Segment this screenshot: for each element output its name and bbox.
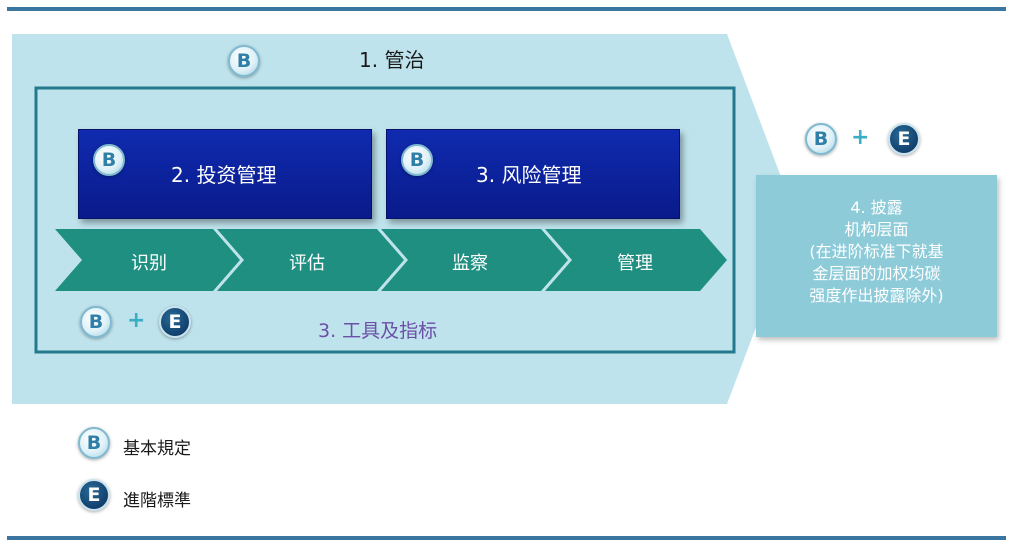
step-assess-label: 评估 xyxy=(289,253,325,274)
investment-management-label: 2. 投资管理 xyxy=(171,163,277,187)
chevron-manage xyxy=(545,229,727,291)
disclosure-line: 机构层面 xyxy=(844,220,909,239)
tools-plus-icon: + xyxy=(127,308,146,333)
disclosure-text: 4. 披露 机构层面 (在进阶标准下就基 金层面的加权均碳 强度作出披露除外) xyxy=(756,197,997,307)
top-rule xyxy=(7,7,1006,11)
governance-title: 1. 管治 xyxy=(359,48,425,72)
chevron-monitor xyxy=(381,229,568,291)
risk-management-label: 3. 风险管理 xyxy=(476,163,582,187)
governance-basic-badge-icon: B xyxy=(228,45,260,77)
legend-advanced-label: 進階標準 xyxy=(123,491,191,511)
risk-management-box: B 3. 风险管理 xyxy=(386,129,680,219)
legend-basic-label: 基本規定 xyxy=(123,439,191,459)
tools-advanced-badge-icon: E xyxy=(159,306,191,338)
inner-frame xyxy=(34,86,736,354)
disclosure-plus-icon: + xyxy=(851,125,870,150)
disclosure-basic-badge-icon: B xyxy=(805,123,837,155)
legend-advanced-badge-icon: E xyxy=(78,479,110,511)
disclosure-line: 强度作出披露除外) xyxy=(809,286,944,305)
disclosure-line: 4. 披露 xyxy=(850,198,903,217)
legend-basic-badge-icon: B xyxy=(78,427,110,459)
step-identify-label: 识别 xyxy=(131,253,167,274)
disclosure-advanced-badge-icon: E xyxy=(888,123,920,155)
chevron-identify xyxy=(55,229,240,291)
step-monitor-label: 监察 xyxy=(452,253,488,274)
disclosure-line: 金层面的加权均碳 xyxy=(812,264,941,283)
disclosure-line: (在进阶标准下就基 xyxy=(809,242,944,261)
investment-basic-badge-icon: B xyxy=(93,144,125,176)
tools-and-metrics-label: 3. 工具及指标 xyxy=(318,320,438,342)
chevron-assess xyxy=(217,229,404,291)
risk-basic-badge-icon: B xyxy=(401,144,433,176)
governance-arrow-shape xyxy=(12,34,797,404)
bottom-rule xyxy=(7,536,1006,540)
investment-management-box: B 2. 投资管理 xyxy=(78,129,372,219)
tools-basic-badge-icon: B xyxy=(80,306,112,338)
disclosure-box: 4. 披露 机构层面 (在进阶标准下就基 金层面的加权均碳 强度作出披露除外) xyxy=(756,175,997,337)
step-manage-label: 管理 xyxy=(617,253,653,274)
